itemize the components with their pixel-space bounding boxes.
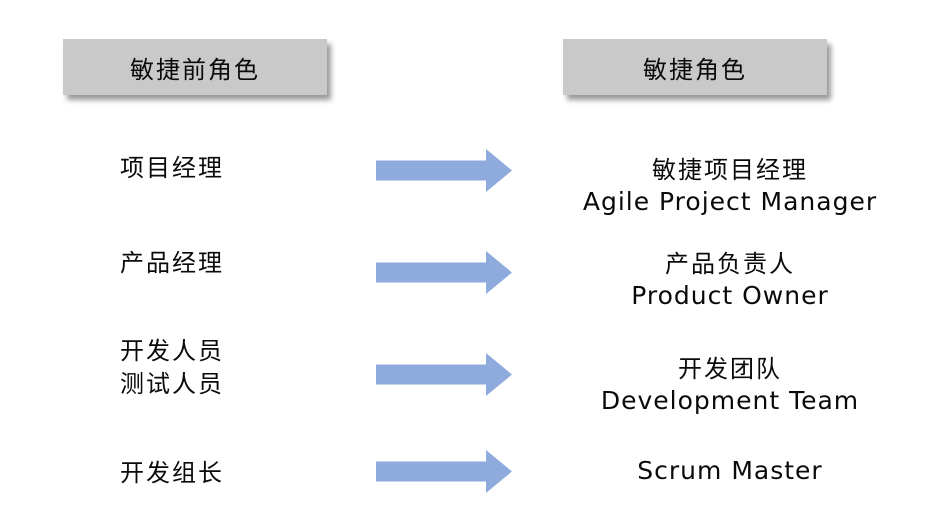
pre-agile-role-dev-lead: 开发组长	[120, 457, 224, 490]
agile-role-cn: 敏捷项目经理	[652, 156, 808, 184]
agile-role-en: Product Owner	[631, 281, 829, 310]
agile-role-en: Development Team	[600, 386, 860, 415]
pre-agile-role-product-manager: 产品经理	[120, 247, 224, 280]
header-pre-agile-roles: 敏捷前角色	[63, 39, 327, 95]
pre-agile-role-line: 测试人员	[120, 370, 224, 398]
pre-agile-role-line: 产品经理	[120, 249, 224, 277]
agile-role-scrum-master: Scrum Master	[545, 455, 915, 487]
agile-role-cn: 产品负责人	[665, 250, 795, 278]
header-agile-label: 敏捷角色	[643, 55, 747, 84]
agile-role-product-owner: 产品负责人 Product Owner	[545, 248, 915, 312]
right-arrow-icon	[376, 353, 512, 396]
right-arrow-icon	[376, 251, 512, 294]
pre-agile-role-line: 开发人员	[120, 337, 224, 365]
agile-role-en: Agile Project Manager	[582, 187, 878, 216]
pre-agile-role-line: 开发组长	[120, 459, 224, 487]
pre-agile-role-dev-and-test: 开发人员 测试人员	[120, 335, 224, 401]
agile-role-agile-project-manager: 敏捷项目经理 Agile Project Manager	[545, 154, 915, 218]
agile-role-en: Scrum Master	[637, 456, 823, 485]
header-pre-agile-label: 敏捷前角色	[130, 55, 260, 84]
pre-agile-role-project-manager: 项目经理	[120, 152, 224, 185]
agile-role-development-team: 开发团队 Development Team	[545, 353, 915, 417]
right-arrow-icon	[376, 149, 512, 192]
header-agile-roles: 敏捷角色	[563, 39, 827, 95]
agile-role-cn: 开发团队	[678, 355, 782, 383]
pre-agile-role-line: 项目经理	[120, 154, 224, 182]
right-arrow-icon	[376, 450, 512, 493]
